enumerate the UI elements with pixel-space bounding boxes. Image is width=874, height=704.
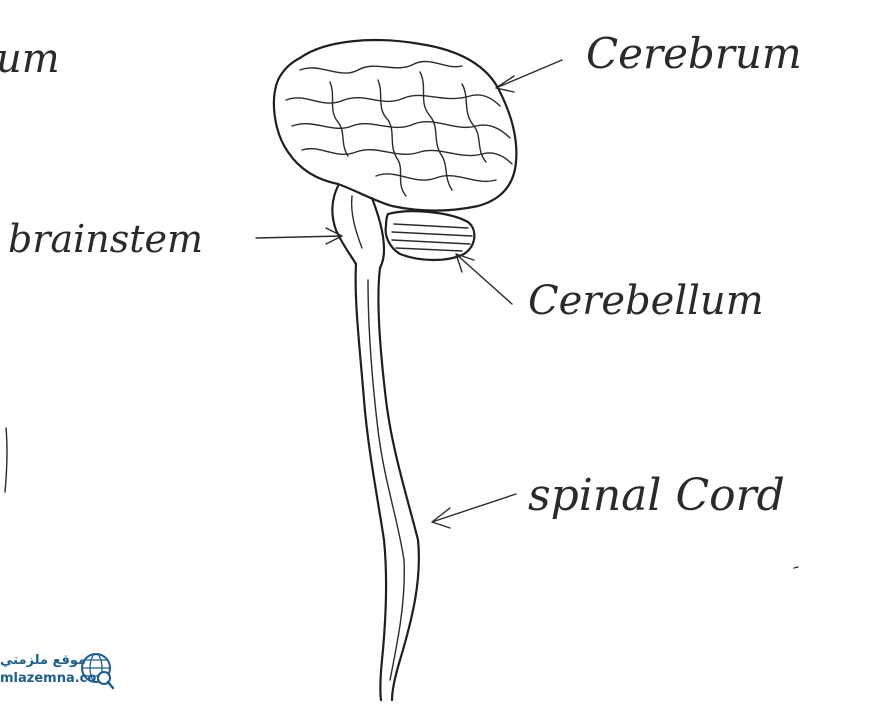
cerebellum-line <box>394 224 468 228</box>
cerebrum-fold <box>378 80 406 196</box>
cerebellum-line <box>396 248 462 251</box>
arrow-brainstem <box>256 228 342 244</box>
cerebrum-drawing <box>274 40 516 210</box>
watermark-url: mlazemna.com <box>0 671 110 686</box>
label-spinal-cord: spinal Cord <box>528 470 785 521</box>
label-cerebrum: Cerebrum <box>586 29 802 78</box>
arrow-spinal-cord <box>432 494 516 528</box>
watermark: موقع ملزمتي mlazemna.com <box>0 653 113 688</box>
cerebrum-fold <box>300 61 462 73</box>
arrow-cerebrum <box>496 60 562 92</box>
stray-mark <box>794 567 798 568</box>
spinal-cord-drawing <box>356 264 419 700</box>
brainstem-outline <box>332 186 384 268</box>
label-cerebellum: Cerebellum <box>528 278 764 324</box>
brainstem-drawing <box>332 186 384 268</box>
partial-label-left: um <box>0 36 60 82</box>
cerebrum-fold <box>286 95 500 106</box>
label-brainstem: brainstem <box>8 217 203 261</box>
arrow-cerebellum <box>456 254 512 304</box>
cerebrum-fold <box>330 82 348 156</box>
brainstem-shading <box>352 196 362 248</box>
cerebellum-line <box>392 240 470 244</box>
spinal-cord-left-edge <box>356 264 387 700</box>
watermark-arabic: موقع ملزمتي <box>0 653 86 668</box>
cerebrum-fold <box>420 72 452 190</box>
stray-stroke-left <box>5 428 7 492</box>
cerebellum-drawing <box>386 211 475 260</box>
cerebrum-fold <box>376 174 496 181</box>
cerebellum-line <box>392 232 472 236</box>
